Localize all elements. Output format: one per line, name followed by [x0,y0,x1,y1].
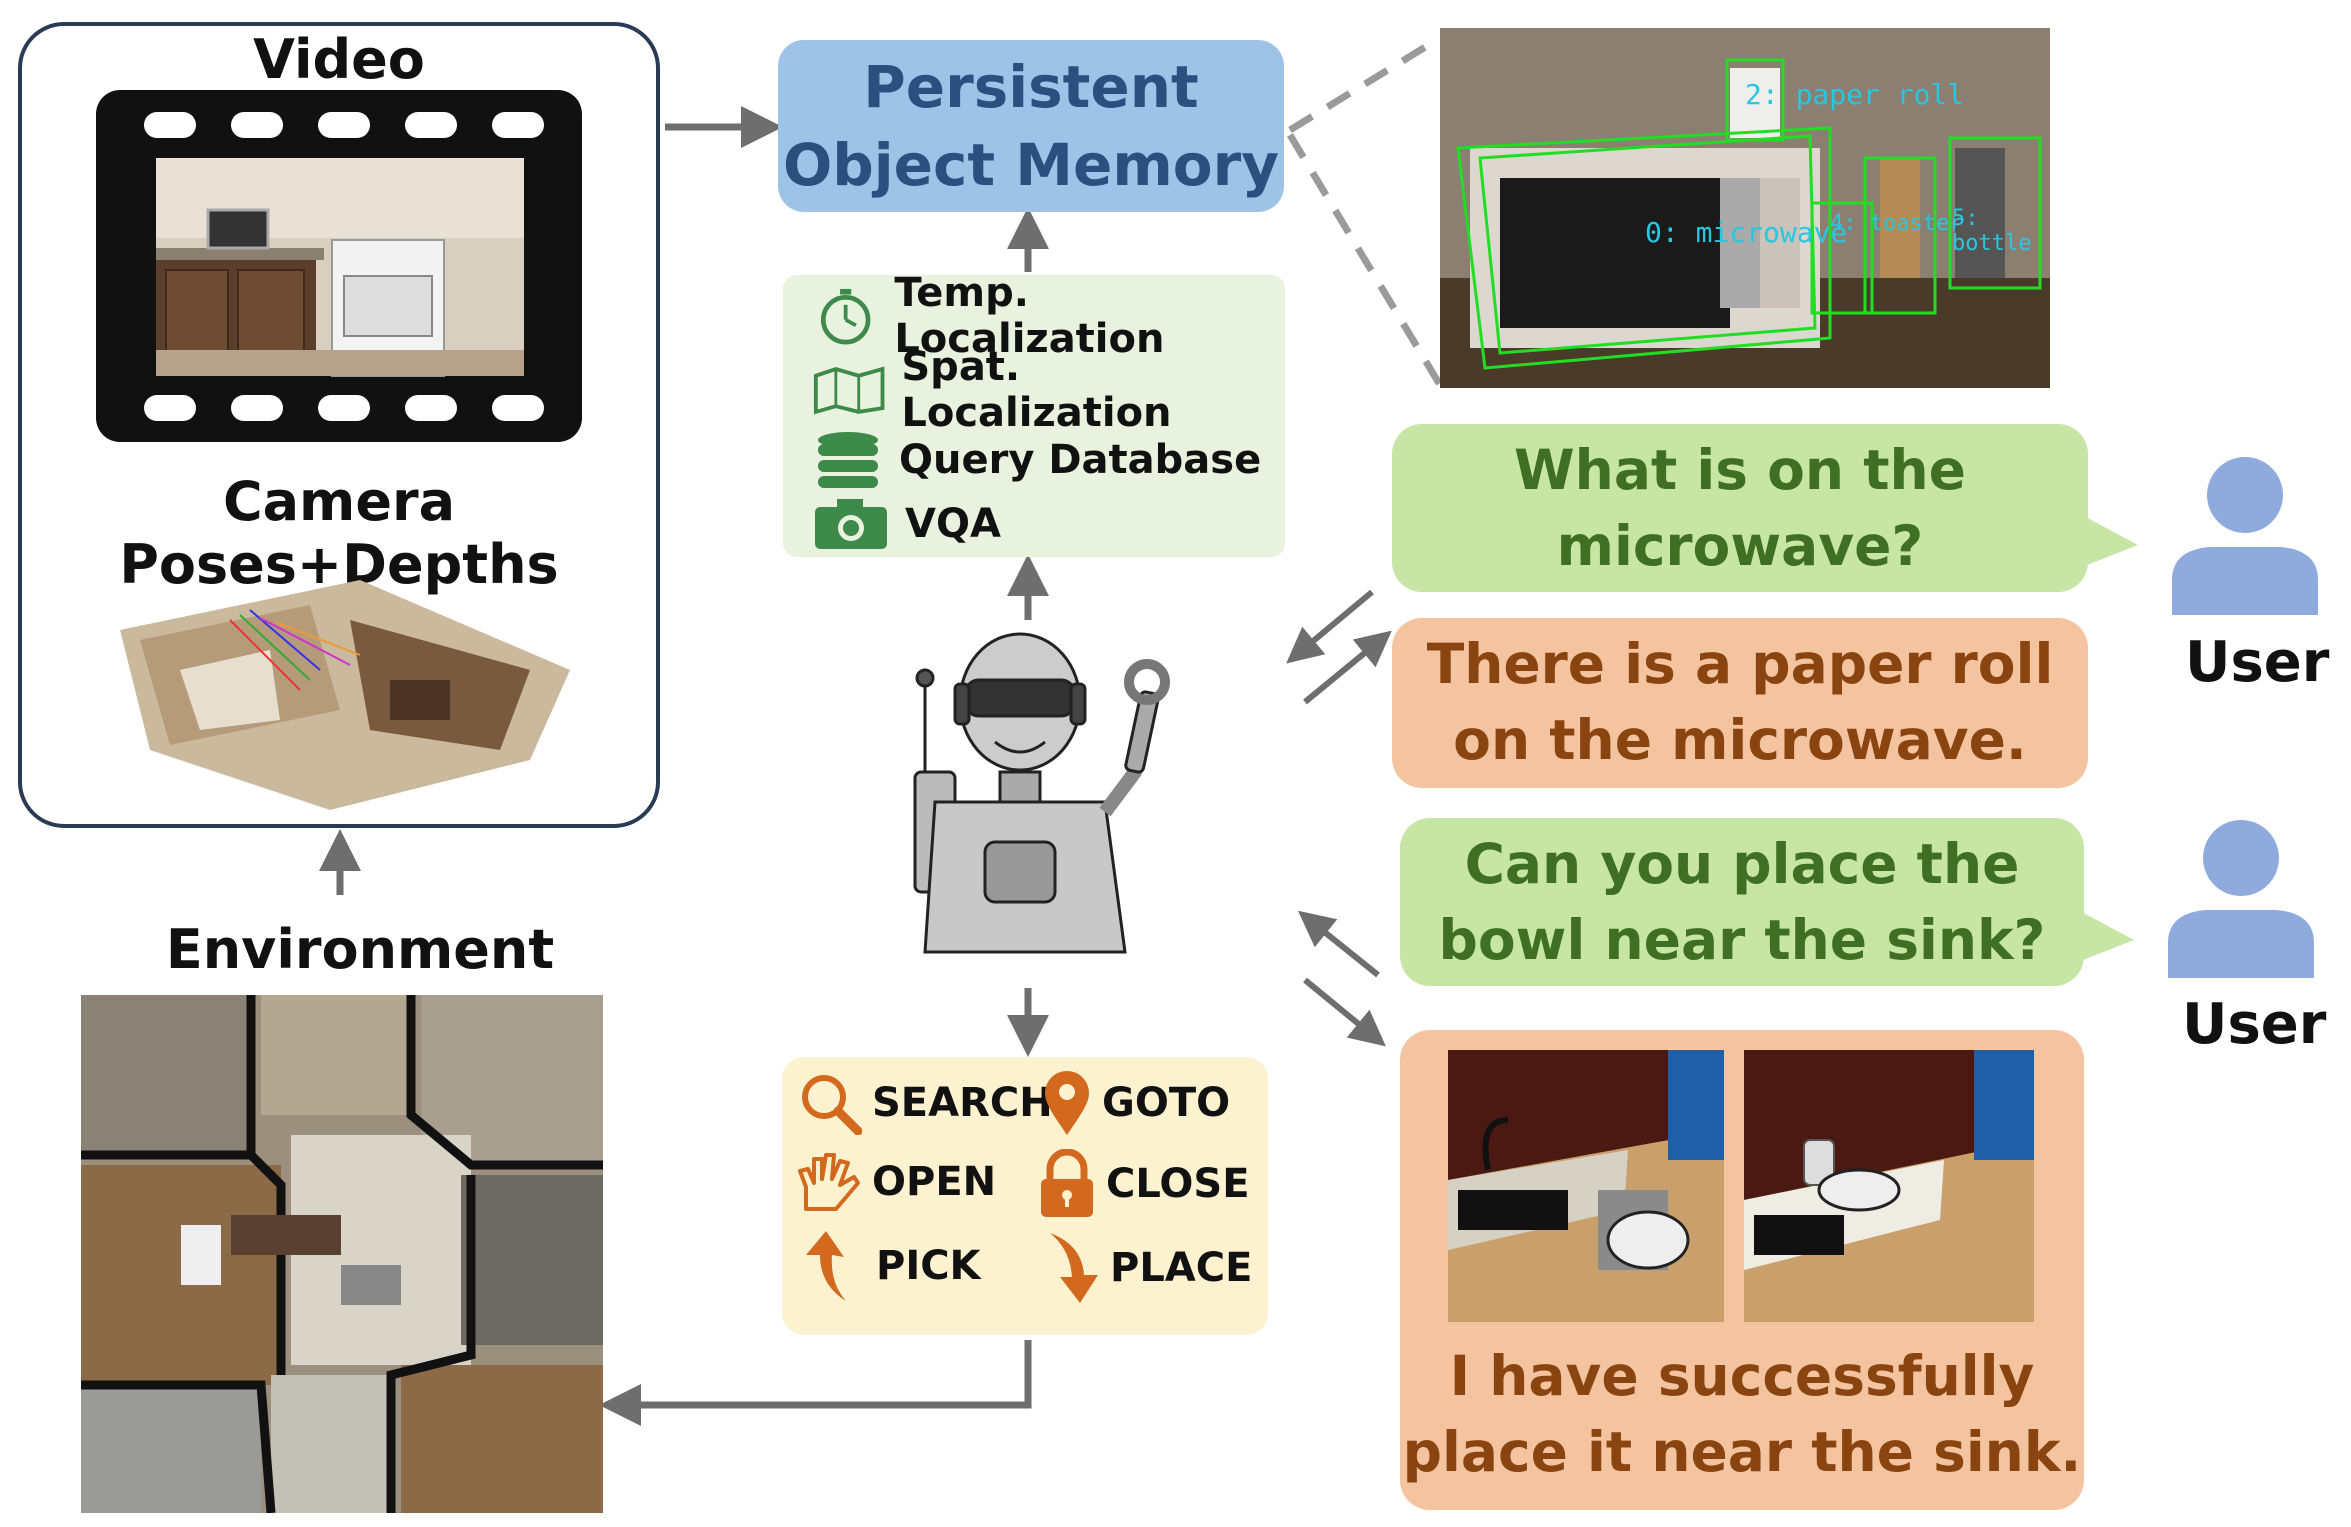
memory-line-2: Object Memory [782,131,1280,199]
action-open: OPEN [796,1149,996,1215]
reconstruction-image [120,580,570,810]
map-icon [813,366,885,415]
answer-1-line-1: There is a paper roll [1426,632,2054,696]
detection-label-toaster: 4: toaster [1830,211,1963,236]
action-place: PLACE [1042,1231,1252,1305]
bubble-tail-2 [2078,910,2134,962]
simulation-image-before [1448,1050,1724,1322]
question-2-line-2: bowl near the sink? [1438,908,2046,972]
environment-label: Environment [165,918,555,981]
persistent-object-memory-box: Persistent Object Memory [778,40,1284,212]
tool-temp-localization: Temp. Localization [813,270,1285,362]
detection-label-paper-roll: 2: paper roll [1745,78,1965,111]
user-icon-2 [2168,820,2314,978]
arrow-actions-to-environment [599,1340,1032,1426]
tool-label: Temp. Localization [894,270,1165,362]
action-label: OPEN [872,1159,997,1205]
answer-1-line-2: on the microwave. [1453,708,2027,772]
up-arrow-icon [806,1231,846,1301]
search-icon [802,1075,862,1135]
action-pick: PICK [802,1229,981,1303]
action-label: CLOSE [1106,1161,1250,1207]
question-2-line-1: Can you place the [1464,832,2020,896]
tool-label: Spat. Localization [901,344,1172,436]
user-label-1: User [2185,630,2330,695]
arrow-dialog-in-1 [1286,589,1374,664]
action-label: SEARCH [872,1080,1053,1126]
question-1-line-2: microwave? [1556,514,1924,578]
detection-scene [1440,28,2050,388]
detection-image: 2: paper roll 0: microwave 4: toaster 5:… [1440,28,2050,388]
down-arrow-icon [1050,1233,1098,1303]
user-icon-1 [2172,457,2318,615]
database-icon [818,432,878,488]
arrow-dialog-in-2 [1297,910,1380,978]
video-title: Video [253,28,425,91]
action-label: PICK [876,1243,981,1289]
detection-label-bottle: 5: bottle [1952,206,2032,256]
action-goto: GOTO [1042,1069,1230,1137]
action-search: SEARCH [798,1071,1053,1135]
actions-box: SEARCH GOTO OPEN CLOSE PICK PLACE [782,1057,1268,1335]
answer-2-line-1: I have successfully [1449,1344,2035,1408]
answer-2-text: I have successfully place it near the si… [1400,1338,2084,1490]
memory-line-1: Persistent [863,53,1199,121]
tool-query-database: Query Database [813,427,1261,493]
environment-floorplan-image [81,995,603,1513]
action-label: PLACE [1110,1245,1253,1291]
arrow-dialog-out-2 [1303,977,1386,1047]
film-strip-icon [96,90,582,442]
tool-spat-localization: Spat. Localization [813,344,1285,436]
action-close: CLOSE [1038,1149,1250,1219]
timer-icon [820,288,871,345]
zoom-dashed-line-bottom [1286,133,1444,387]
lock-icon [1041,1149,1093,1217]
camera-icon [815,499,887,549]
question-bubble-1: What is on the microwave? [1392,424,2088,592]
detection-label-microwave: 0: microwave [1645,216,1848,249]
answer-2-line-2: place it near the sink. [1402,1420,2082,1484]
simulation-image-after [1744,1050,2034,1322]
question-bubble-2: Can you place the bowl near the sink? [1400,818,2084,986]
zoom-dashed-line-top [1288,35,1442,133]
bubble-tail-1 [2082,515,2138,567]
robot-agent-illustration [913,632,1170,954]
hand-icon [798,1153,860,1211]
answer-bubble-1: There is a paper roll on the microwave. [1392,618,2088,788]
tool-vqa: VQA [813,491,1001,557]
arrow-dialog-out-1 [1303,630,1392,705]
tool-label: Query Database [899,437,1262,483]
tool-label: VQA [905,501,1001,547]
action-label: GOTO [1102,1080,1231,1126]
user-label-2: User [2182,992,2327,1057]
question-1-line-1: What is on the [1514,438,1966,502]
tools-box: Temp. Localization Spat. Localization Qu… [783,270,1285,557]
location-pin-icon [1045,1071,1089,1135]
